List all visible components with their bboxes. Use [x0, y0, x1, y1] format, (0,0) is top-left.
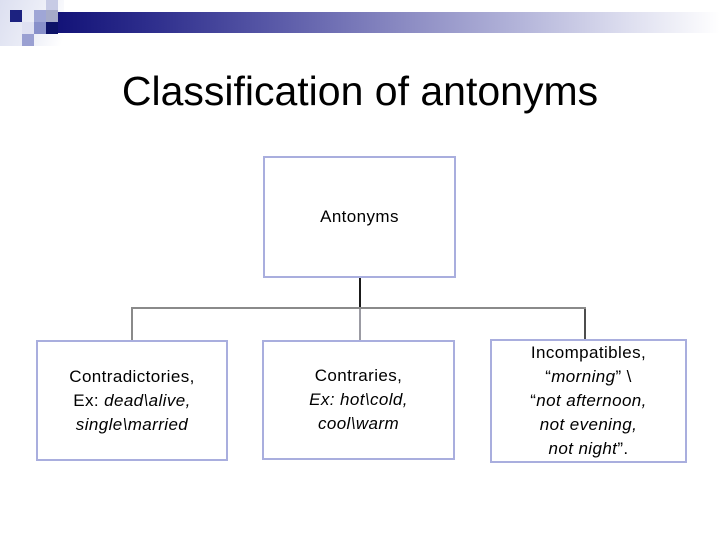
- diagram-node-antonyms: Antonyms: [263, 156, 456, 278]
- text-segment: dead\alive,: [104, 390, 191, 410]
- node-line: “not afternoon,: [530, 389, 647, 413]
- decorative-square: [46, 22, 58, 34]
- node-line: not night”.: [530, 437, 647, 461]
- node-label: Antonyms: [320, 207, 399, 226]
- text-segment: morning: [551, 367, 616, 386]
- node-line: Contraries,: [314, 366, 403, 385]
- text-segment: “: [545, 367, 552, 386]
- node-line: Contradictories,: [69, 366, 195, 386]
- decorative-square: [10, 10, 22, 22]
- text-segment: ” \: [615, 367, 632, 386]
- connector-right-vertical: [584, 309, 586, 339]
- node-line: Ex: hot\cold,: [309, 390, 408, 409]
- text-segment: not afternoon,: [536, 391, 647, 410]
- text-segment: ”.: [617, 439, 629, 458]
- diagram-node-incompatibles: Incompatibles, “morning” \ “not afternoo…: [490, 339, 687, 463]
- decorative-square: [34, 10, 46, 22]
- node-line: Incompatibles,: [530, 343, 647, 362]
- decorative-square: [22, 34, 34, 46]
- text-segment: “: [530, 391, 537, 410]
- text-segment: not night: [548, 439, 618, 458]
- decorative-square: [46, 10, 58, 22]
- node-line: Ex: dead\alive,: [69, 389, 194, 413]
- connector-root-vertical: [359, 278, 361, 309]
- connector-left-vertical: [131, 309, 133, 340]
- diagram-node-contraries: Contraries, Ex: hot\cold, cool\warm: [262, 340, 455, 460]
- node-line: not evening,: [539, 415, 638, 434]
- text-segment: Ex:: [73, 390, 105, 410]
- decorative-square: [22, 22, 34, 34]
- slide-title: Classification of antonyms: [121, 68, 599, 114]
- node-text: Contradictories, Ex: dead\alive, single\…: [69, 365, 194, 437]
- node-text: Contraries, Ex: hot\cold, cool\warm: [309, 364, 408, 436]
- node-line: cool\warm: [317, 414, 400, 433]
- header-bar-decoration: [58, 12, 720, 33]
- connector-middle-vertical: [359, 309, 361, 340]
- node-text: Incompatibles, “morning” \ “not afternoo…: [530, 341, 647, 461]
- diagram-node-contradictories: Contradictories, Ex: dead\alive, single\…: [36, 340, 228, 461]
- decorative-square: [46, 0, 58, 12]
- node-line: “morning” \: [530, 365, 647, 389]
- connector-horizontal: [131, 307, 586, 309]
- node-line: single\married: [75, 414, 189, 434]
- decorative-square: [34, 22, 46, 34]
